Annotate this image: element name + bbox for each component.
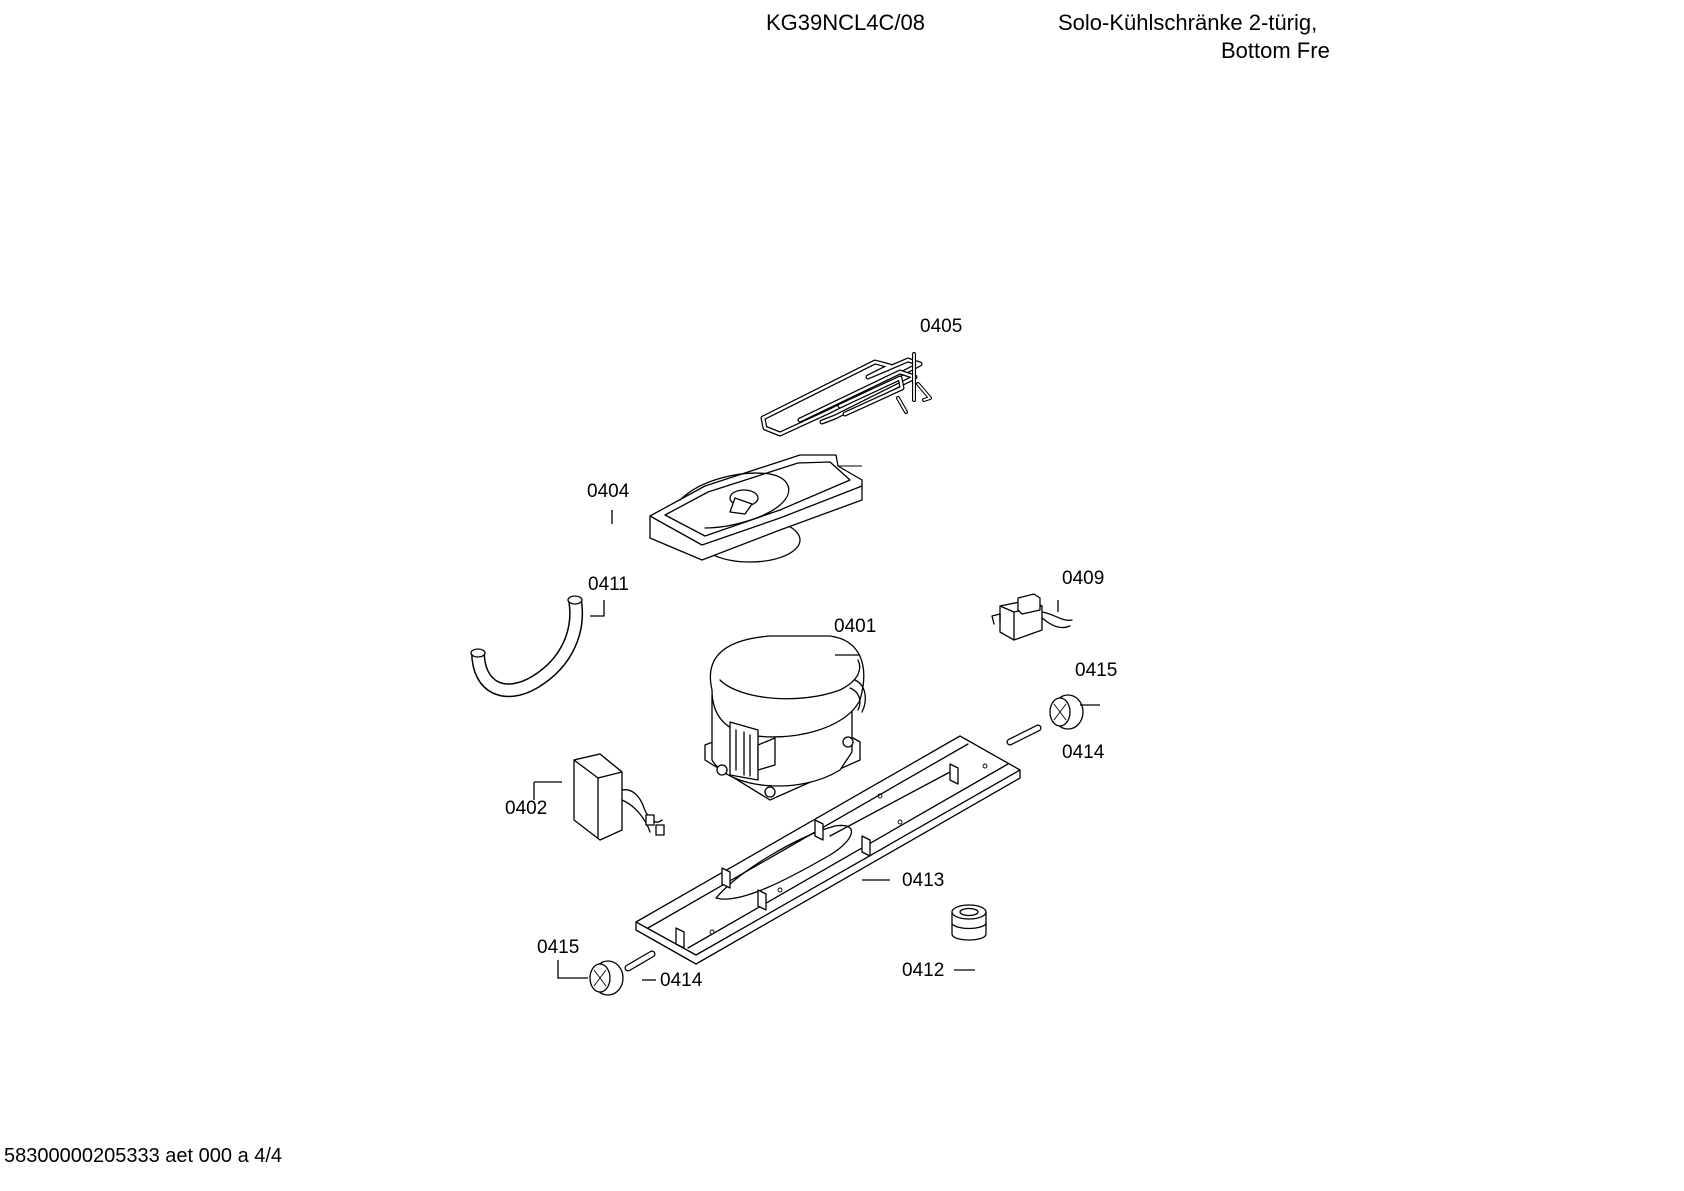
part-label-0405: 0405 [920,316,963,337]
part-label-0415: 0415 [1075,660,1118,681]
part-label-0414: 0414 [1062,742,1105,763]
part-label-0415: 0415 [537,937,580,958]
appliance-description: Solo-Kühlschränke 2-türig, [1058,10,1318,35]
rubber-foot-icon [589,960,624,996]
part-label-0401: 0401 [834,616,877,637]
part-label-0409: 0409 [1062,568,1105,589]
mounting-rail-icon [635,735,1021,965]
compressor-icon [704,635,866,801]
hose-icon [470,595,584,698]
part-label-0402: 0402 [505,798,548,819]
model-number: KG39NCL4C/08 [766,10,925,35]
part-label-0414: 0414 [660,970,703,991]
condenser-coil-icon [760,352,932,437]
appliance-description-continued: Bottom Fre [1221,38,1330,60]
part-label-0411: 0411 [588,574,629,595]
relay-icon [991,593,1073,641]
grommet-icon [951,904,987,941]
pin-icon [1006,724,1042,746]
starter-box-icon [573,753,665,841]
leader-lines [533,510,1100,981]
part-label-0413: 0413 [902,870,945,891]
document-code: 58300000205333 aet 000 a 4/4 [4,1145,283,1167]
part-label-0412: 0412 [902,960,945,981]
part-label-0404: 0404 [587,481,630,502]
drip-tray-icon [649,454,863,563]
rubber-foot-icon [1049,694,1084,730]
pin-icon [624,950,656,972]
